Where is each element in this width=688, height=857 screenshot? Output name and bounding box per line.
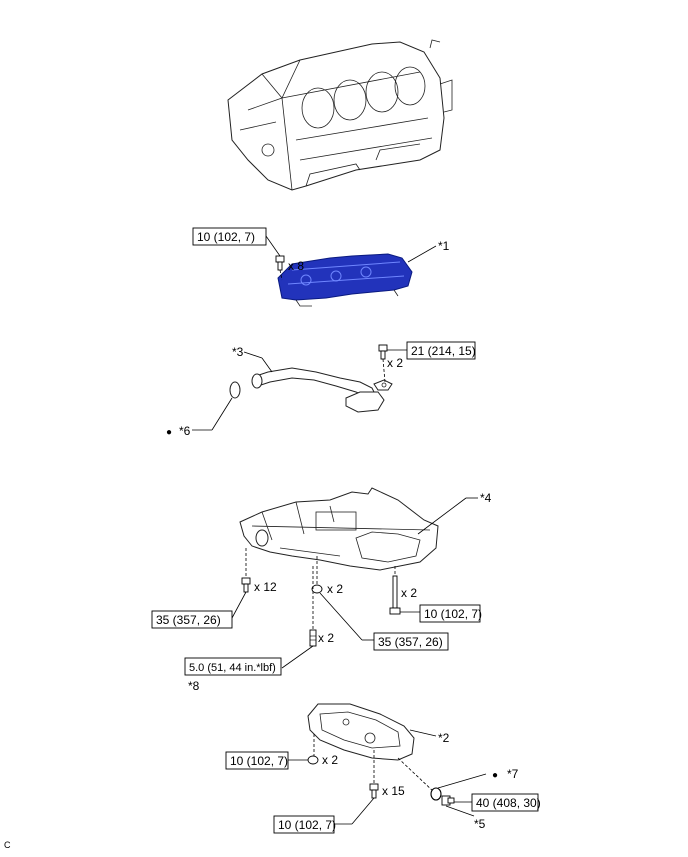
torque-pan2-nuts: 10 (102, 7) bbox=[230, 754, 288, 768]
leader-part-1 bbox=[407, 245, 437, 263]
nonreusable-dot-7: ● bbox=[492, 770, 498, 781]
leader-part-7 bbox=[437, 773, 487, 789]
engine-block bbox=[227, 39, 453, 191]
torque-box-pan2-bolts bbox=[273, 815, 335, 834]
torque-pan2-bolts: 10 (102, 7) bbox=[278, 818, 336, 832]
torque-box-cover-bolts bbox=[192, 227, 267, 246]
leader-pan2-bolts bbox=[351, 797, 375, 825]
label-part-6: *6 bbox=[179, 424, 191, 438]
torque-box-drain-plug bbox=[471, 793, 539, 812]
torque-long-bolts: 10 (102, 7) bbox=[424, 607, 482, 621]
label-part-2: *2 bbox=[438, 731, 450, 745]
leader-cover-bolts bbox=[265, 235, 281, 257]
label-part-3: *3 bbox=[232, 345, 244, 359]
qty-pan-studs: x 2 bbox=[318, 631, 334, 645]
torque-box-strainer-bolts bbox=[406, 341, 476, 360]
qty-pan-bolts: x 12 bbox=[254, 580, 277, 594]
pan-nut-icon bbox=[311, 584, 323, 594]
leader-part-4a bbox=[417, 497, 467, 535]
leader-pan-nuts bbox=[319, 592, 363, 641]
torque-box-pan2-nuts bbox=[225, 751, 289, 770]
pan2-nut-icon bbox=[307, 755, 319, 765]
torque-pan-studs: 5.0 (51, 44 in.*lbf) bbox=[189, 662, 276, 674]
torque-box-pan-nuts bbox=[373, 632, 449, 651]
torque-box-pan-studs bbox=[184, 657, 282, 676]
qty-pan2-bolts: x 15 bbox=[382, 784, 405, 798]
torque-pan-bolts: 35 (357, 26) bbox=[156, 613, 221, 627]
torque-cover-bolts: 10 (102, 7) bbox=[197, 230, 255, 244]
cover-bolt-icon bbox=[275, 255, 285, 281]
leader-part-5 bbox=[445, 805, 475, 817]
corner-code: C bbox=[4, 840, 11, 850]
torque-pan-nuts: 35 (357, 26) bbox=[378, 635, 443, 649]
qty-pan2-nuts: x 2 bbox=[322, 753, 338, 767]
nonreusable-dot-6: ● bbox=[166, 427, 172, 438]
part-6-o-ring bbox=[229, 381, 241, 399]
leader-part-3b bbox=[261, 357, 273, 373]
pan2-bolt-icon bbox=[369, 783, 379, 799]
leader-part-6b bbox=[211, 397, 233, 431]
label-part-5: *5 bbox=[474, 817, 486, 831]
strainer-bolt-icon bbox=[378, 344, 388, 383]
qty-long-bolts: x 2 bbox=[401, 586, 417, 600]
leader-part-2 bbox=[409, 729, 437, 737]
part-7-gasket bbox=[430, 787, 442, 801]
part-1-highlighted-cover bbox=[277, 253, 413, 307]
qty-cover-bolts: x 8 bbox=[288, 259, 304, 273]
label-part-7: *7 bbox=[507, 767, 519, 781]
label-part-4: *4 bbox=[480, 491, 492, 505]
torque-box-pan-bolts bbox=[151, 610, 233, 629]
torque-strainer-bolts: 21 (214, 15) bbox=[411, 344, 476, 358]
part-5-drain-plug bbox=[441, 795, 455, 806]
pan-bolt-icon bbox=[241, 577, 251, 593]
leader-pan-bolts bbox=[231, 591, 247, 619]
leader-part-3a bbox=[243, 351, 263, 359]
torque-box-long-bolts bbox=[419, 604, 481, 623]
part-2-oil-pan-no2 bbox=[307, 703, 415, 761]
dash-drain bbox=[397, 757, 435, 793]
leader-pan-studs bbox=[281, 645, 314, 669]
long-bolt-icon bbox=[389, 575, 401, 615]
part-3-oil-strainer bbox=[251, 367, 393, 413]
label-part-1: *1 bbox=[438, 239, 450, 253]
qty-strainer-bolts: x 2 bbox=[387, 356, 403, 370]
torque-drain-plug: 40 (408, 30) bbox=[476, 796, 541, 810]
part-4-oil-pan-no1 bbox=[239, 487, 439, 571]
label-part-8: *8 bbox=[188, 679, 200, 693]
qty-pan-nuts: x 2 bbox=[327, 582, 343, 596]
stud-bolt-icon bbox=[309, 629, 317, 647]
